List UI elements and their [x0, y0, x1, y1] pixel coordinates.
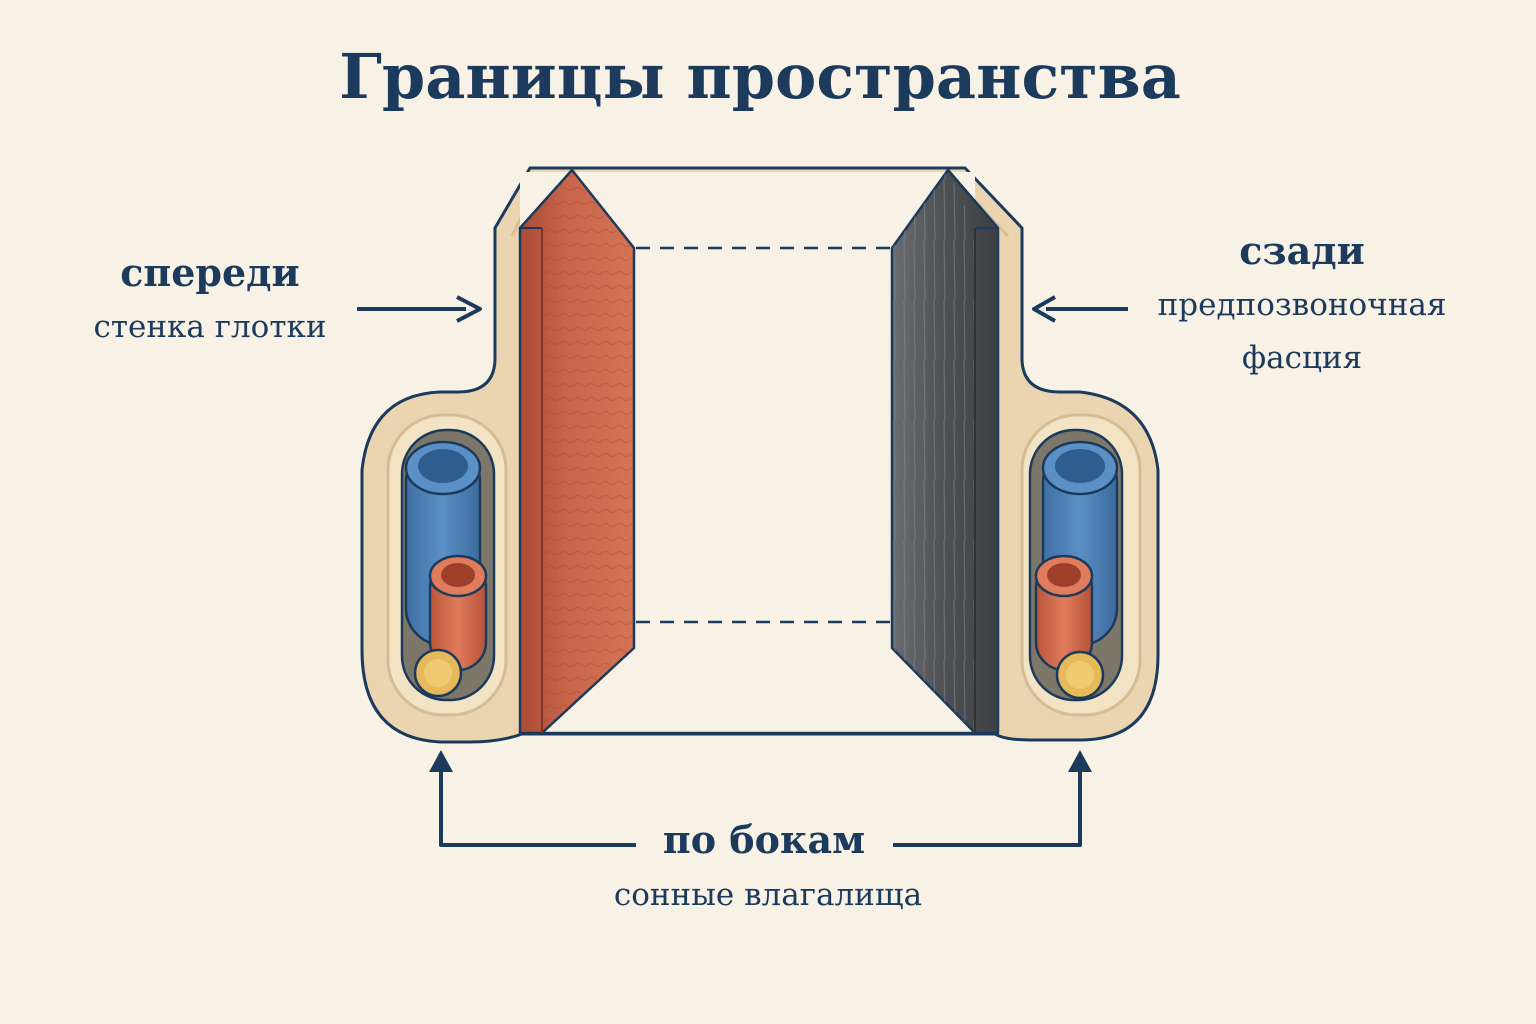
posterior-line1: предпозвоночная: [1158, 287, 1447, 323]
vessel-icon: [1034, 440, 1119, 700]
label-posterior: сзади предпозвоночная фасция: [1158, 228, 1447, 376]
arrow-icon: [893, 750, 1092, 847]
anterior-text: стенка глотки: [93, 309, 326, 345]
posterior-line2: фасция: [1242, 340, 1362, 376]
carotid-sheath-left: [386, 413, 508, 717]
lateral-heading: по бокам: [663, 817, 865, 862]
arrow-icon: [429, 750, 636, 847]
lateral-text: сонные влагалища: [614, 877, 922, 913]
vessel-icon: [404, 440, 488, 698]
prevertebral-fascia: [890, 168, 1000, 735]
posterior-heading: сзади: [1239, 228, 1365, 273]
arrow-icon: [1032, 295, 1128, 323]
anterior-heading: спереди: [120, 250, 299, 295]
label-lateral: по бокам сонные влагалища: [614, 817, 922, 913]
pharyngeal-wall: [518, 168, 636, 735]
label-anterior: спереди стенка глотки: [93, 250, 326, 345]
page-title: Границы пространства: [339, 40, 1181, 113]
arrow-icon: [357, 295, 482, 323]
carotid-sheath-right: [1020, 413, 1142, 717]
